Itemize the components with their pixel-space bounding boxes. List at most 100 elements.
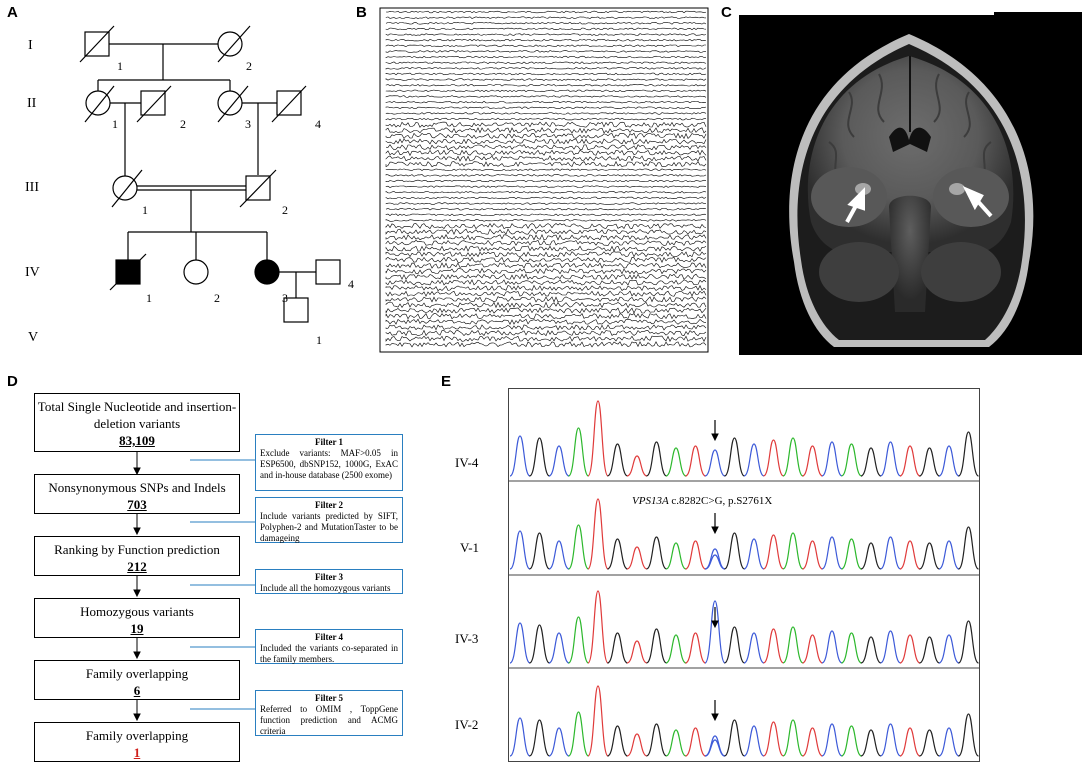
- chromatogram-peak: [762, 439, 785, 477]
- flowchart-connectors: [133, 452, 256, 722]
- chromatogram-peak: [665, 542, 687, 570]
- ind-label-II1: 1: [112, 117, 118, 131]
- eeg-channel-trace: [385, 223, 707, 230]
- chromatogram-peak: [957, 620, 980, 664]
- chromatogram-peak: [723, 719, 746, 757]
- flow-box-text: Homozygous variants: [80, 604, 194, 619]
- chromatogram-peak: [782, 532, 804, 570]
- chromatogram-peak: [821, 441, 843, 477]
- panel-label-c: C: [721, 4, 732, 21]
- chromatogram-peak: [704, 600, 726, 664]
- flow-box-text: Ranking by Function prediction: [54, 542, 220, 557]
- eeg-channel-trace: [385, 155, 707, 162]
- chromatogram-peak: [665, 634, 687, 664]
- chromatogram-peak: [587, 590, 609, 664]
- pedigree-male-II2: [140, 90, 166, 116]
- chromatogram-peak: [704, 449, 726, 477]
- mri-arrow-icon: [845, 187, 865, 223]
- chromatogram-peak: [782, 626, 804, 664]
- flow-box-total-variants: Total Single Nucleotide and insertion-de…: [34, 393, 240, 452]
- chromatogram-peak: [821, 630, 843, 664]
- chromatogram-peak: [802, 445, 823, 477]
- chromatogram-peak: [509, 435, 531, 477]
- chromatogram-peak: [665, 447, 687, 477]
- eeg-channel-trace: [385, 160, 707, 168]
- eeg-channel-trace: [385, 179, 707, 183]
- seq-row-label: IV-4: [455, 455, 479, 470]
- eeg-channel-trace: [385, 78, 707, 81]
- eeg-channel-trace: [385, 324, 707, 331]
- chromatogram-peak: [802, 634, 823, 664]
- filter-box-4: Filter 4 Included the variants co-separa…: [255, 629, 403, 664]
- eeg-channel-trace: [385, 262, 707, 269]
- pedigree-male-IV4: [315, 259, 341, 285]
- chromatogram-peak: [626, 455, 648, 477]
- chromatogram-peak: [646, 441, 667, 477]
- mri-arrow-icon-right: [962, 186, 993, 218]
- chromatogram-peak: [743, 632, 765, 664]
- panel-label-d: D: [7, 373, 18, 390]
- ind-label-III1: 1: [142, 203, 148, 217]
- chromatogram-peak: [938, 540, 960, 570]
- chromatogram-peak: [841, 632, 862, 664]
- panel-label-b: B: [356, 4, 367, 21]
- eeg-channel-trace: [385, 190, 707, 194]
- chromatogram-peak: [860, 542, 882, 570]
- ind-label-I1: 1: [117, 59, 123, 73]
- ind-label-III2: 2: [282, 203, 288, 217]
- eeg-channel-trace: [385, 112, 707, 115]
- eeg-channel-trace: [385, 213, 707, 217]
- chromatogram-peak: [567, 616, 590, 664]
- filter-text: Include all the homozygous variants: [260, 583, 391, 593]
- chromatogram-peak: [880, 441, 901, 477]
- eeg-channel-trace: [385, 341, 707, 348]
- chromatogram-peak: [548, 540, 570, 570]
- chromatogram-peak: [763, 534, 784, 570]
- eeg-channel-trace: [385, 279, 707, 286]
- chromatogram-peak: [528, 532, 551, 570]
- chromatogram-peak: [567, 524, 590, 570]
- chromatogram-peak: [841, 538, 862, 570]
- chromatogram-peak: [957, 431, 980, 477]
- panel-label-e: E: [441, 373, 452, 390]
- chromatogram-peak: [957, 713, 980, 757]
- ind-label-IV4: 4: [348, 277, 354, 291]
- chromatogram-peak: [626, 546, 648, 570]
- eeg-channel-trace: [385, 16, 707, 19]
- chromatogram-peak: [509, 530, 531, 570]
- chromatogram-peak: [607, 725, 628, 757]
- pedigree-chart: I II III IV V 1 2 1 2 3 4 1 2 1 2 3 4 1: [25, 25, 354, 347]
- eeg-channel-trace: [385, 251, 707, 258]
- eeg-channel-trace: [385, 27, 707, 31]
- down-arrow-icon-head: [711, 713, 719, 722]
- eeg-channel-trace: [385, 89, 707, 93]
- chromatogram-peak: [723, 437, 746, 477]
- chromatogram-peak: [607, 443, 628, 477]
- chromatogram-peak: [528, 719, 551, 757]
- chromatogram-peak: [723, 626, 746, 664]
- chromatogram-peak: [782, 719, 804, 757]
- chromatogram-peak: [938, 727, 960, 757]
- filter-text: Referred to OMIM , ToppGene function pre…: [260, 704, 398, 736]
- seq-row-label: IV-3: [455, 631, 479, 646]
- chromatogram-peak: [587, 400, 609, 477]
- chromatogram-peak: [880, 536, 901, 570]
- filter-title: Filter 4: [314, 632, 344, 642]
- eeg-channel-trace: [385, 228, 707, 235]
- eeg-channel-trace: [385, 55, 707, 59]
- eeg-channel-trace: [385, 83, 707, 87]
- filter-title: Filter 2: [314, 500, 344, 510]
- eeg-channel-trace: [385, 273, 707, 280]
- flow-box-text: Nonsynonymous SNPs and Indels: [48, 480, 226, 495]
- chromatogram-peak: [802, 540, 823, 570]
- chromatogram-peak: [919, 636, 940, 664]
- eeg-channel-trace: [385, 335, 707, 343]
- eeg-channel-trace: [385, 239, 707, 247]
- gene-name: VPS13A: [632, 495, 669, 507]
- gen-label-III: III: [25, 180, 39, 195]
- eeg-channel-trace: [385, 72, 707, 76]
- filter-box-5: Filter 5 Referred to OMIM , ToppGene fun…: [255, 690, 403, 736]
- flow-box-text: Total Single Nucleotide and insertion-de…: [37, 399, 237, 431]
- chromatogram-peak: [626, 733, 648, 757]
- eeg-channel-trace: [385, 117, 707, 121]
